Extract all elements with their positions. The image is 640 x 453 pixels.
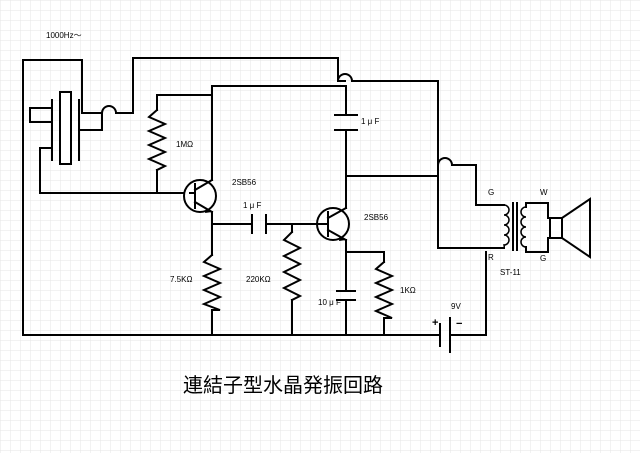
label-r4: 1KΩ xyxy=(400,286,416,295)
wires xyxy=(22,57,505,336)
capacitor-coupling xyxy=(251,214,267,234)
speaker-icon xyxy=(547,197,591,259)
label-transformer-r: R xyxy=(488,253,494,262)
label-c2: 1 μ F xyxy=(243,201,262,210)
label-transformer-w: W xyxy=(540,188,548,197)
resistor-220k xyxy=(281,230,303,302)
resistor-1k xyxy=(373,260,395,319)
label-r3: 220KΩ xyxy=(246,275,271,284)
label-r1: 1MΩ xyxy=(176,140,193,149)
transistor-q2 xyxy=(315,175,350,242)
label-q2: 2SB56 xyxy=(364,213,389,222)
battery xyxy=(439,317,463,353)
label-battery-minus: − xyxy=(456,318,462,330)
label-transformer-g1: G xyxy=(488,188,494,197)
capacitor-top xyxy=(334,114,358,134)
label-r2: 7.5KΩ xyxy=(170,275,192,284)
label-c1: 1 μ F xyxy=(361,117,380,126)
label-battery: 9V xyxy=(451,302,461,311)
label-transformer-g2: G xyxy=(540,254,546,263)
label-battery-plus: + xyxy=(432,317,438,329)
label-c3: 10 μ F xyxy=(318,298,341,307)
resistor-1m xyxy=(146,108,168,172)
diagram-title: 連結子型水晶発振回路 xyxy=(183,373,383,397)
transistor-q1 xyxy=(183,178,217,214)
frequency-label: 1000Hz～ xyxy=(46,31,82,40)
transformer xyxy=(502,202,549,253)
label-transformer: ST-11 xyxy=(500,268,521,277)
capacitor-emitter xyxy=(336,290,356,301)
label-q1: 2SB56 xyxy=(232,178,257,187)
resistor-7k5 xyxy=(201,253,223,311)
crystal-oscillator xyxy=(51,91,103,165)
